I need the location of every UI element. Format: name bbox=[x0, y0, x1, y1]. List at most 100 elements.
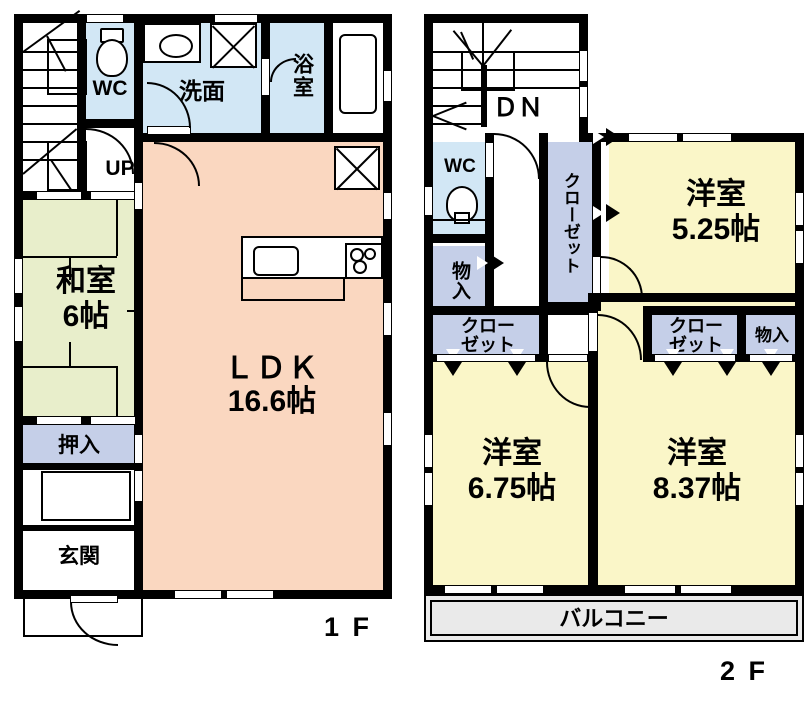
label-2f-closet-left-l1: クロー bbox=[461, 316, 515, 337]
closet-rail-right[interactable] bbox=[654, 354, 736, 362]
wall-2f-mid-vertical bbox=[588, 302, 598, 594]
room-1f-ldk bbox=[143, 142, 383, 590]
wall-2f-closet-hall-right bbox=[592, 133, 601, 311]
label-2f-bedroom-north-name: 洋室 bbox=[686, 178, 746, 211]
label-2f-monoire-right: 物入 bbox=[752, 314, 792, 358]
window-2f-left-a[interactable] bbox=[424, 186, 433, 216]
label-2f-monoire-right-text: 物入 bbox=[755, 326, 789, 346]
window-2f-right-a[interactable] bbox=[795, 192, 804, 226]
opening-1f-ldk-left[interactable] bbox=[134, 182, 143, 210]
wall-2f-outer-top bbox=[424, 14, 588, 23]
window-1f-right-b[interactable] bbox=[383, 192, 392, 220]
wall-1f-bath-right bbox=[324, 23, 333, 133]
label-1f-japanese-room: 和室 6帖 bbox=[38, 262, 134, 336]
window-2f-right-d[interactable] bbox=[795, 472, 804, 506]
window-1f-right-c[interactable] bbox=[383, 302, 392, 336]
kitchen-counter-1f bbox=[241, 236, 383, 279]
label-2f-closet-right: クロー ゼット bbox=[654, 314, 738, 358]
label-1f-washitsu-name: 和室 bbox=[56, 265, 116, 298]
label-2f-closet-hall-text: クローゼット bbox=[560, 172, 580, 274]
wall-2f-closet-right-left bbox=[643, 306, 652, 360]
wall-1f-washitsu-right bbox=[134, 191, 143, 425]
window-2f-bottom-sw-b[interactable] bbox=[496, 585, 544, 594]
window-2f-stair-right-b[interactable] bbox=[579, 86, 588, 118]
window-1f-right-d[interactable] bbox=[383, 412, 392, 446]
window-1f-top-b[interactable] bbox=[214, 14, 258, 23]
floor-plan-1f: UP WC 洗面 浴室 ＬＤＫ 16.6帖 bbox=[14, 10, 404, 646]
window-1f-right-a[interactable] bbox=[383, 70, 392, 102]
door-2f-bedroom-sw[interactable] bbox=[548, 354, 588, 362]
opening-1f-washitsu-top-b[interactable] bbox=[90, 191, 136, 200]
window-2f-stair-right-a[interactable] bbox=[579, 50, 588, 82]
wall-1f-wc-left bbox=[77, 23, 86, 133]
stairs-1f-up bbox=[22, 10, 87, 199]
door-2f-bedroom-north[interactable] bbox=[592, 256, 601, 294]
opening-1f-washitsu-top-a[interactable] bbox=[36, 191, 82, 200]
door-swing-1f-wc bbox=[86, 128, 134, 174]
floor-plan-2f: ＤＮ WC 物入 クローゼット 洋室 5.25帖 クロー ゼット クロー ゼット… bbox=[424, 14, 804, 686]
door-2f-bedroom-se[interactable] bbox=[588, 312, 598, 352]
label-2f-bedroom-sw-area: 6.75帖 bbox=[467, 471, 557, 505]
balcony-2f bbox=[424, 594, 804, 642]
window-1f-bottom-a[interactable] bbox=[174, 590, 222, 599]
closet-rail-monoire-right[interactable] bbox=[749, 354, 793, 362]
window-2f-bottom-se-a[interactable] bbox=[624, 585, 676, 594]
window-2f-right-b[interactable] bbox=[795, 230, 804, 264]
window-2f-left-c[interactable] bbox=[424, 472, 433, 506]
entry-door-swing-1f bbox=[70, 602, 118, 646]
label-1f-washitsu-area: 6帖 bbox=[62, 299, 110, 333]
tatami-lines-1f bbox=[23, 200, 143, 422]
door-1f-bath[interactable] bbox=[261, 58, 270, 96]
kitchen-peninsula-1f bbox=[241, 279, 345, 301]
wall-2f-bedroom-north-bottom bbox=[588, 293, 795, 302]
wall-1f-stairs-right bbox=[77, 128, 86, 200]
label-1f-bath: 浴室 bbox=[277, 44, 327, 108]
window-1f-left-a[interactable] bbox=[14, 258, 23, 294]
window-1f-left-b[interactable] bbox=[14, 306, 23, 342]
room-2f-bedroom-north bbox=[609, 142, 795, 302]
window-2f-bottom-sw-a[interactable] bbox=[444, 585, 492, 594]
toilet-fixture-1f bbox=[96, 28, 128, 77]
label-1f-oshiire: 押入 bbox=[58, 433, 100, 457]
floor-label-2f: 2 F bbox=[720, 656, 769, 686]
floor-label-1f: 1 F bbox=[324, 612, 373, 642]
wall-1f-hall-right bbox=[134, 425, 143, 590]
label-1f-genkan: 玄関 bbox=[58, 544, 100, 568]
door-2f-wc[interactable] bbox=[485, 142, 494, 178]
opening-1f-ldk-left-c[interactable] bbox=[134, 470, 143, 502]
window-1f-top-a[interactable] bbox=[86, 14, 124, 23]
label-2f-monoire-upper-text: 物入 bbox=[448, 261, 470, 301]
wall-2f-outer-right bbox=[795, 133, 804, 603]
closet-rail-left[interactable] bbox=[436, 354, 536, 362]
wall-1f-hall-ldk bbox=[134, 128, 143, 200]
wall-1f-wc-right bbox=[134, 23, 143, 133]
wall-1f-outer-top bbox=[14, 14, 392, 23]
window-1f-bottom-b[interactable] bbox=[226, 590, 274, 599]
wall-1f-genkan-top bbox=[23, 525, 134, 531]
wall-2f-notch-right bbox=[579, 23, 588, 142]
label-1f-wc: WC bbox=[92, 76, 128, 100]
opening-1f-washitsu-bottom-b[interactable] bbox=[90, 416, 136, 425]
opening-1f-washitsu-bottom-a[interactable] bbox=[36, 416, 82, 425]
vanity-sink-1f bbox=[143, 23, 201, 63]
window-2f-north-a[interactable] bbox=[628, 133, 678, 142]
washer-space-1f bbox=[210, 23, 257, 68]
window-2f-left-b[interactable] bbox=[424, 434, 433, 468]
window-2f-right-c[interactable] bbox=[795, 434, 804, 468]
label-1f-ldk-area: 16.6帖 bbox=[227, 385, 317, 418]
room-2f-bedroom-sw-top bbox=[433, 360, 588, 594]
window-2f-bottom-se-b[interactable] bbox=[680, 585, 732, 594]
wall-2f-closet-right-row bbox=[643, 306, 804, 315]
label-2f-monoire-upper: 物入 bbox=[438, 254, 480, 308]
opening-1f-ldk-left-b[interactable] bbox=[134, 434, 143, 464]
label-2f-bedroom-sw: 洋室 6.75帖 bbox=[442, 434, 582, 508]
room-2f-monoire-upper bbox=[433, 246, 485, 312]
label-2f-closet-left: クロー ゼット bbox=[438, 314, 538, 358]
label-2f-bedroom-north-area: 5.25帖 bbox=[671, 212, 761, 246]
shoe-cabinet-1f bbox=[41, 471, 131, 521]
label-2f-bedroom-se-name: 洋室 bbox=[667, 437, 727, 470]
room-1f-genkan bbox=[23, 531, 134, 590]
wall-2f-closet-left-right bbox=[539, 306, 548, 360]
wall-2f-balcony-top bbox=[424, 585, 804, 594]
window-2f-north-b[interactable] bbox=[682, 133, 732, 142]
